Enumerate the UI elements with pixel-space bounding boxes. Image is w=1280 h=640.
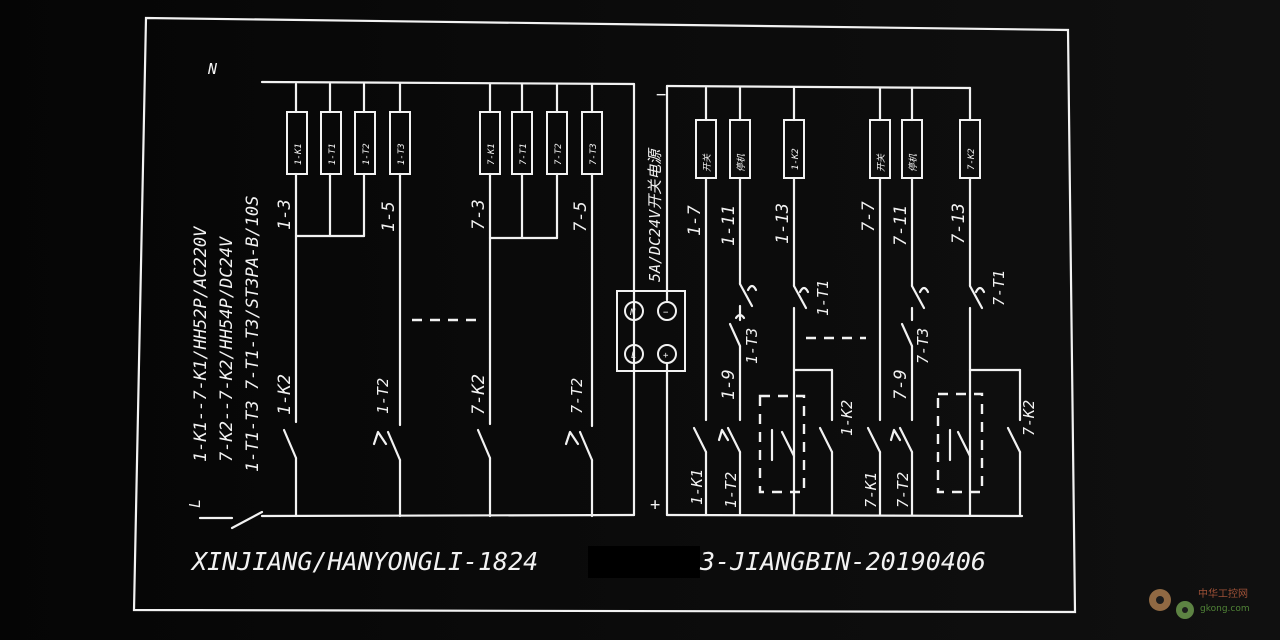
indicator-7-stop-label: 停机 <box>908 153 919 172</box>
legend-line-1: 1-K1--7-K1/HH52P/AC220V <box>191 226 211 462</box>
bus-l-line <box>260 513 636 518</box>
bus-l-label: L <box>186 499 204 508</box>
wire-label-7-9: 7-9 <box>891 369 911 400</box>
coil-label-1-k1: 1-K1 <box>294 143 304 165</box>
bus-minus-label: − <box>656 85 666 105</box>
coil-label-1-k2: 1-K2 <box>791 148 801 170</box>
coil-label-7-k1: 7-K1 <box>487 143 497 165</box>
bus-n-line <box>260 80 636 86</box>
bus-minus-line <box>665 84 972 90</box>
watermark-text: 中华工控网 <box>1198 587 1248 600</box>
contact-label-7-k2: 7-K2 <box>469 374 489 415</box>
contact-label-7-t3: 7-T3 <box>914 328 932 364</box>
wire-label-7-13: 7-13 <box>949 203 969 244</box>
contact-label-7-k1: 7-K1 <box>862 472 880 508</box>
bus-n-label: N <box>207 60 218 78</box>
coil-label-7-k2: 7-K2 <box>967 148 977 170</box>
indicator-1-stop-label: 停机 <box>736 153 747 172</box>
coil-label-7-t3: 7-T3 <box>589 143 599 165</box>
wire-label-1-9: 1-9 <box>719 369 739 400</box>
wire-label-1-5: 1-5 <box>379 201 399 232</box>
coil-label-1-t1: 1-T1 <box>328 143 338 165</box>
wire-label-7-3: 7-3 <box>469 199 489 230</box>
bus-plus-line <box>665 513 1024 518</box>
legend-line-3: 1-T1-T3 7-T1-T3/ST3PA-B/10S <box>243 196 263 472</box>
bus-plus-label: + <box>650 495 660 515</box>
wire-label-7-7: 7-7 <box>859 201 879 232</box>
contact-label-1-t2: 1-T2 <box>374 378 392 414</box>
contact-label-1-k2-r: 1-K2 <box>838 400 856 436</box>
watermark: 中华工控网 gkong.com <box>1149 587 1250 619</box>
bus-l-switch <box>230 510 264 530</box>
power-supply: N − L + 5A/DC24V开关电源 <box>616 147 686 372</box>
wire-label-7-11: 7-11 <box>891 205 911 246</box>
indicator-7-run-label: 开关 <box>876 153 887 172</box>
drawing-frame <box>132 16 1077 614</box>
watermark-site: gkong.com <box>1200 604 1250 614</box>
wire-label-7-5: 7-5 <box>571 201 591 232</box>
psu-plus-text: + <box>663 351 669 361</box>
indicator-1-run-label: 开关 <box>702 153 713 172</box>
wire-label-1-3: 1-3 <box>275 199 295 230</box>
contact-label-7-t2-r: 7-T2 <box>894 472 912 508</box>
psu-box <box>616 290 686 372</box>
button-frame-7 <box>936 392 984 494</box>
legend-line-2: 7-K2--7-K2/HH54P/DC24V <box>217 236 237 462</box>
psu-minus-text: − <box>663 308 669 318</box>
psu-l-text: L <box>631 351 636 361</box>
coil-label-7-t1: 7-T1 <box>519 143 529 165</box>
contact-label-7-k2-r: 7-K2 <box>1020 400 1038 436</box>
contact-label-1-t3: 1-T3 <box>743 328 761 364</box>
psu-terminal-minus <box>657 301 677 321</box>
button-frame-1 <box>758 394 806 494</box>
group-7: 7-K1 7-T1 7-T2 7-T3 7-3 7-5 7-K2 7-T2 <box>469 82 603 518</box>
contact-label-7-t1: 7-T1 <box>990 270 1008 306</box>
wire-label-1-13: 1-13 <box>773 203 793 244</box>
contact-label-1-k1: 1-K1 <box>688 469 706 505</box>
psu-label: 5A/DC24V开关电源 <box>646 147 664 282</box>
coil-label-7-t2: 7-T2 <box>554 143 564 165</box>
psu-n-text: N <box>629 308 636 318</box>
footer-text-right: 3-JIANGBIN-20190406 <box>699 547 986 576</box>
contact-label-1-t1: 1-T1 <box>814 280 832 316</box>
contact-label-7-t2: 7-T2 <box>568 378 586 414</box>
footer-text-left: XINJIANG/HANYONGLI-1824 <box>190 547 538 576</box>
contact-label-1-k2: 1-K2 <box>275 374 295 415</box>
group-1: 1-K1 1-T1 1-T2 1-T3 1-3 1-5 1-K2 1-T2 <box>275 82 411 518</box>
coil-label-1-t2: 1-T2 <box>362 143 372 165</box>
contact-label-1-t2-r: 1-T2 <box>722 472 740 508</box>
wire-label-1-7: 1-7 <box>685 205 705 236</box>
coil-label-1-t3: 1-T3 <box>397 143 407 165</box>
psu-terminal-n <box>624 301 644 321</box>
redaction-box <box>588 546 700 578</box>
psu-terminal-l <box>624 344 644 364</box>
wire-label-1-11: 1-11 <box>719 205 739 246</box>
legend: 1-K1--7-K1/HH52P/AC220V 7-K2--7-K2/HH54P… <box>191 196 263 472</box>
